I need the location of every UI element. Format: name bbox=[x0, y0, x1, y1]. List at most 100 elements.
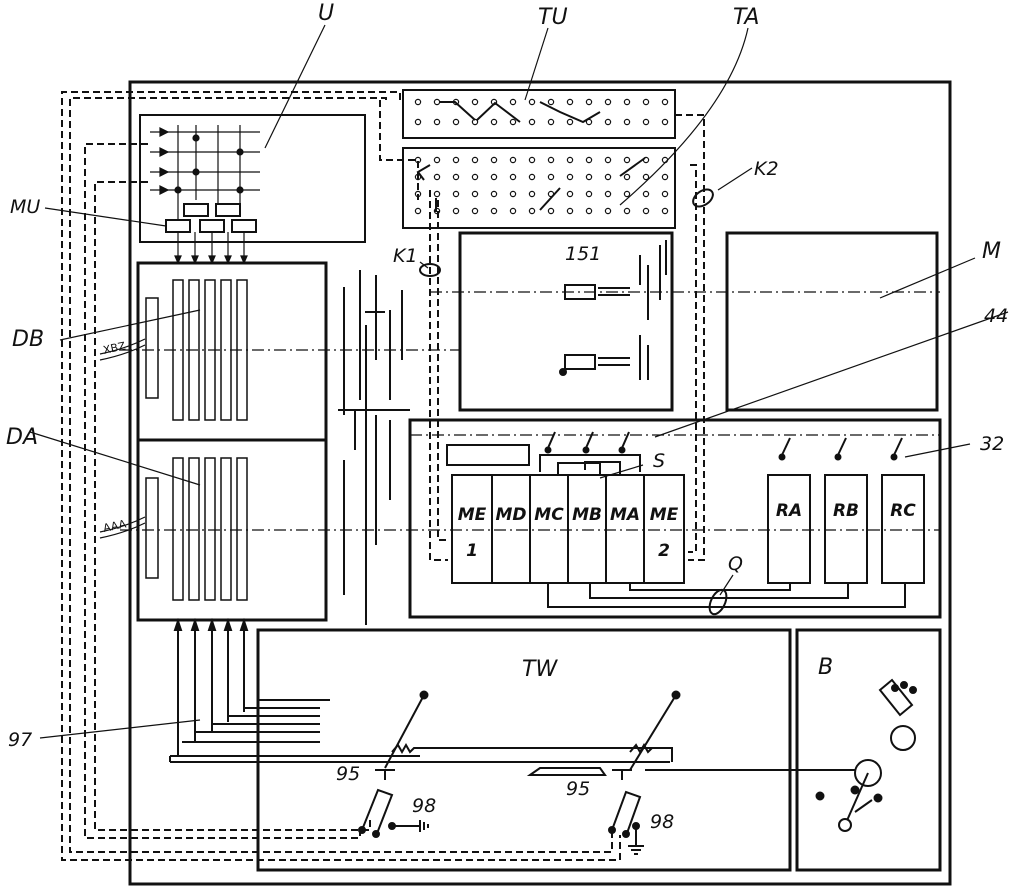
pin-hole bbox=[490, 156, 498, 164]
ta-jumpers bbox=[416, 157, 646, 212]
pin-hole bbox=[509, 190, 517, 198]
label-98-right: 98 bbox=[650, 811, 674, 833]
pin-hole bbox=[623, 156, 631, 164]
u-to-db-arrows bbox=[174, 232, 248, 265]
module-me1: ME 1 bbox=[451, 474, 493, 584]
b-mechanism bbox=[815, 678, 917, 832]
pin-hole bbox=[471, 156, 479, 164]
pin-hole bbox=[642, 207, 650, 215]
module-md: MD bbox=[491, 474, 531, 584]
db-box bbox=[136, 261, 328, 442]
switch-contacts bbox=[539, 431, 903, 475]
pin-hole bbox=[414, 156, 422, 164]
pin-hole bbox=[414, 190, 422, 198]
gear-train bbox=[338, 270, 410, 625]
pin-hole bbox=[490, 173, 498, 181]
pin-hole bbox=[414, 98, 422, 106]
tw-levers bbox=[375, 690, 860, 780]
pin-hole bbox=[414, 118, 422, 126]
pin-hole bbox=[452, 190, 460, 198]
db-da-input-cables bbox=[99, 338, 146, 539]
svg-text:RB: RB bbox=[833, 501, 859, 521]
k1-bundle-mark bbox=[419, 263, 441, 277]
pin-hole bbox=[528, 98, 536, 106]
module-mb: MB bbox=[567, 474, 607, 584]
svg-text:2: 2 bbox=[658, 541, 670, 561]
da-bars bbox=[145, 457, 248, 601]
pin-hole bbox=[509, 118, 517, 126]
svg-text:MD: MD bbox=[495, 505, 526, 525]
pin-hole bbox=[661, 173, 669, 181]
pin-hole bbox=[604, 190, 612, 198]
pin-hole bbox=[566, 98, 574, 106]
pin-hole bbox=[623, 98, 631, 106]
pin-hole bbox=[433, 98, 441, 106]
tw-input-lines bbox=[169, 699, 670, 763]
pin-hole bbox=[528, 118, 536, 126]
label-95-left: 95 bbox=[336, 763, 360, 785]
gear-box-151 bbox=[458, 231, 674, 412]
label-98-left: 98 bbox=[412, 795, 436, 817]
relay-rc: RC bbox=[881, 474, 925, 584]
pin-hole bbox=[547, 207, 555, 215]
pin-hole bbox=[490, 190, 498, 198]
q-bundle-mark bbox=[708, 588, 728, 616]
pin-hole bbox=[585, 98, 593, 106]
pin-hole bbox=[661, 207, 669, 215]
tu-pinboard bbox=[402, 89, 676, 139]
k2-bundle-mark bbox=[692, 188, 714, 208]
switch-panel bbox=[408, 418, 942, 619]
m-box bbox=[725, 231, 939, 412]
module-mc: MC bbox=[529, 474, 569, 584]
tw-box bbox=[256, 628, 792, 872]
pin-hole bbox=[452, 118, 460, 126]
leader-lines bbox=[29, 24, 1009, 739]
pin-hole bbox=[604, 98, 612, 106]
pin-hole bbox=[433, 190, 441, 198]
pin-hole bbox=[547, 118, 555, 126]
pin-hole bbox=[566, 190, 574, 198]
label-97: 97 bbox=[8, 729, 32, 751]
label-95-right: 95 bbox=[566, 778, 590, 800]
pin-hole bbox=[585, 173, 593, 181]
label-b: B bbox=[818, 655, 833, 680]
pin-hole bbox=[547, 173, 555, 181]
pin-hole bbox=[528, 190, 536, 198]
tw-switches-98 bbox=[358, 788, 644, 855]
svg-text:MB: MB bbox=[572, 505, 602, 525]
label-tw: TW bbox=[522, 657, 558, 682]
pin-hole bbox=[585, 190, 593, 198]
q-cable bbox=[547, 583, 906, 608]
label-m: M bbox=[982, 239, 1001, 264]
module-me2: ME 2 bbox=[643, 474, 685, 584]
pin-hole bbox=[623, 173, 631, 181]
label-db: DB bbox=[12, 327, 44, 352]
pin-hole bbox=[585, 207, 593, 215]
label-tu: TU bbox=[538, 5, 568, 30]
pin-hole bbox=[585, 156, 593, 164]
label-s: S bbox=[653, 450, 665, 472]
ta-pinboard bbox=[402, 147, 676, 229]
svg-text:1: 1 bbox=[466, 541, 478, 561]
pin-hole bbox=[490, 207, 498, 215]
pin-hole bbox=[604, 156, 612, 164]
pin-hole bbox=[547, 98, 555, 106]
pin-hole bbox=[623, 118, 631, 126]
label-q: Q bbox=[728, 553, 743, 575]
svg-text:MA: MA bbox=[610, 505, 640, 525]
pin-hole bbox=[566, 156, 574, 164]
pin-hole bbox=[509, 173, 517, 181]
label-ta: TA bbox=[733, 5, 759, 30]
relay-rb: RB bbox=[824, 474, 868, 584]
pin-hole bbox=[452, 156, 460, 164]
label-k2: K2 bbox=[754, 158, 779, 180]
pin-hole bbox=[452, 207, 460, 215]
svg-text:ME: ME bbox=[458, 505, 487, 525]
pin-hole bbox=[604, 173, 612, 181]
pin-hole bbox=[661, 190, 669, 198]
pin-hole bbox=[471, 118, 479, 126]
pin-hole bbox=[642, 173, 650, 181]
pin-hole bbox=[471, 207, 479, 215]
label-mu: MU bbox=[10, 196, 40, 218]
